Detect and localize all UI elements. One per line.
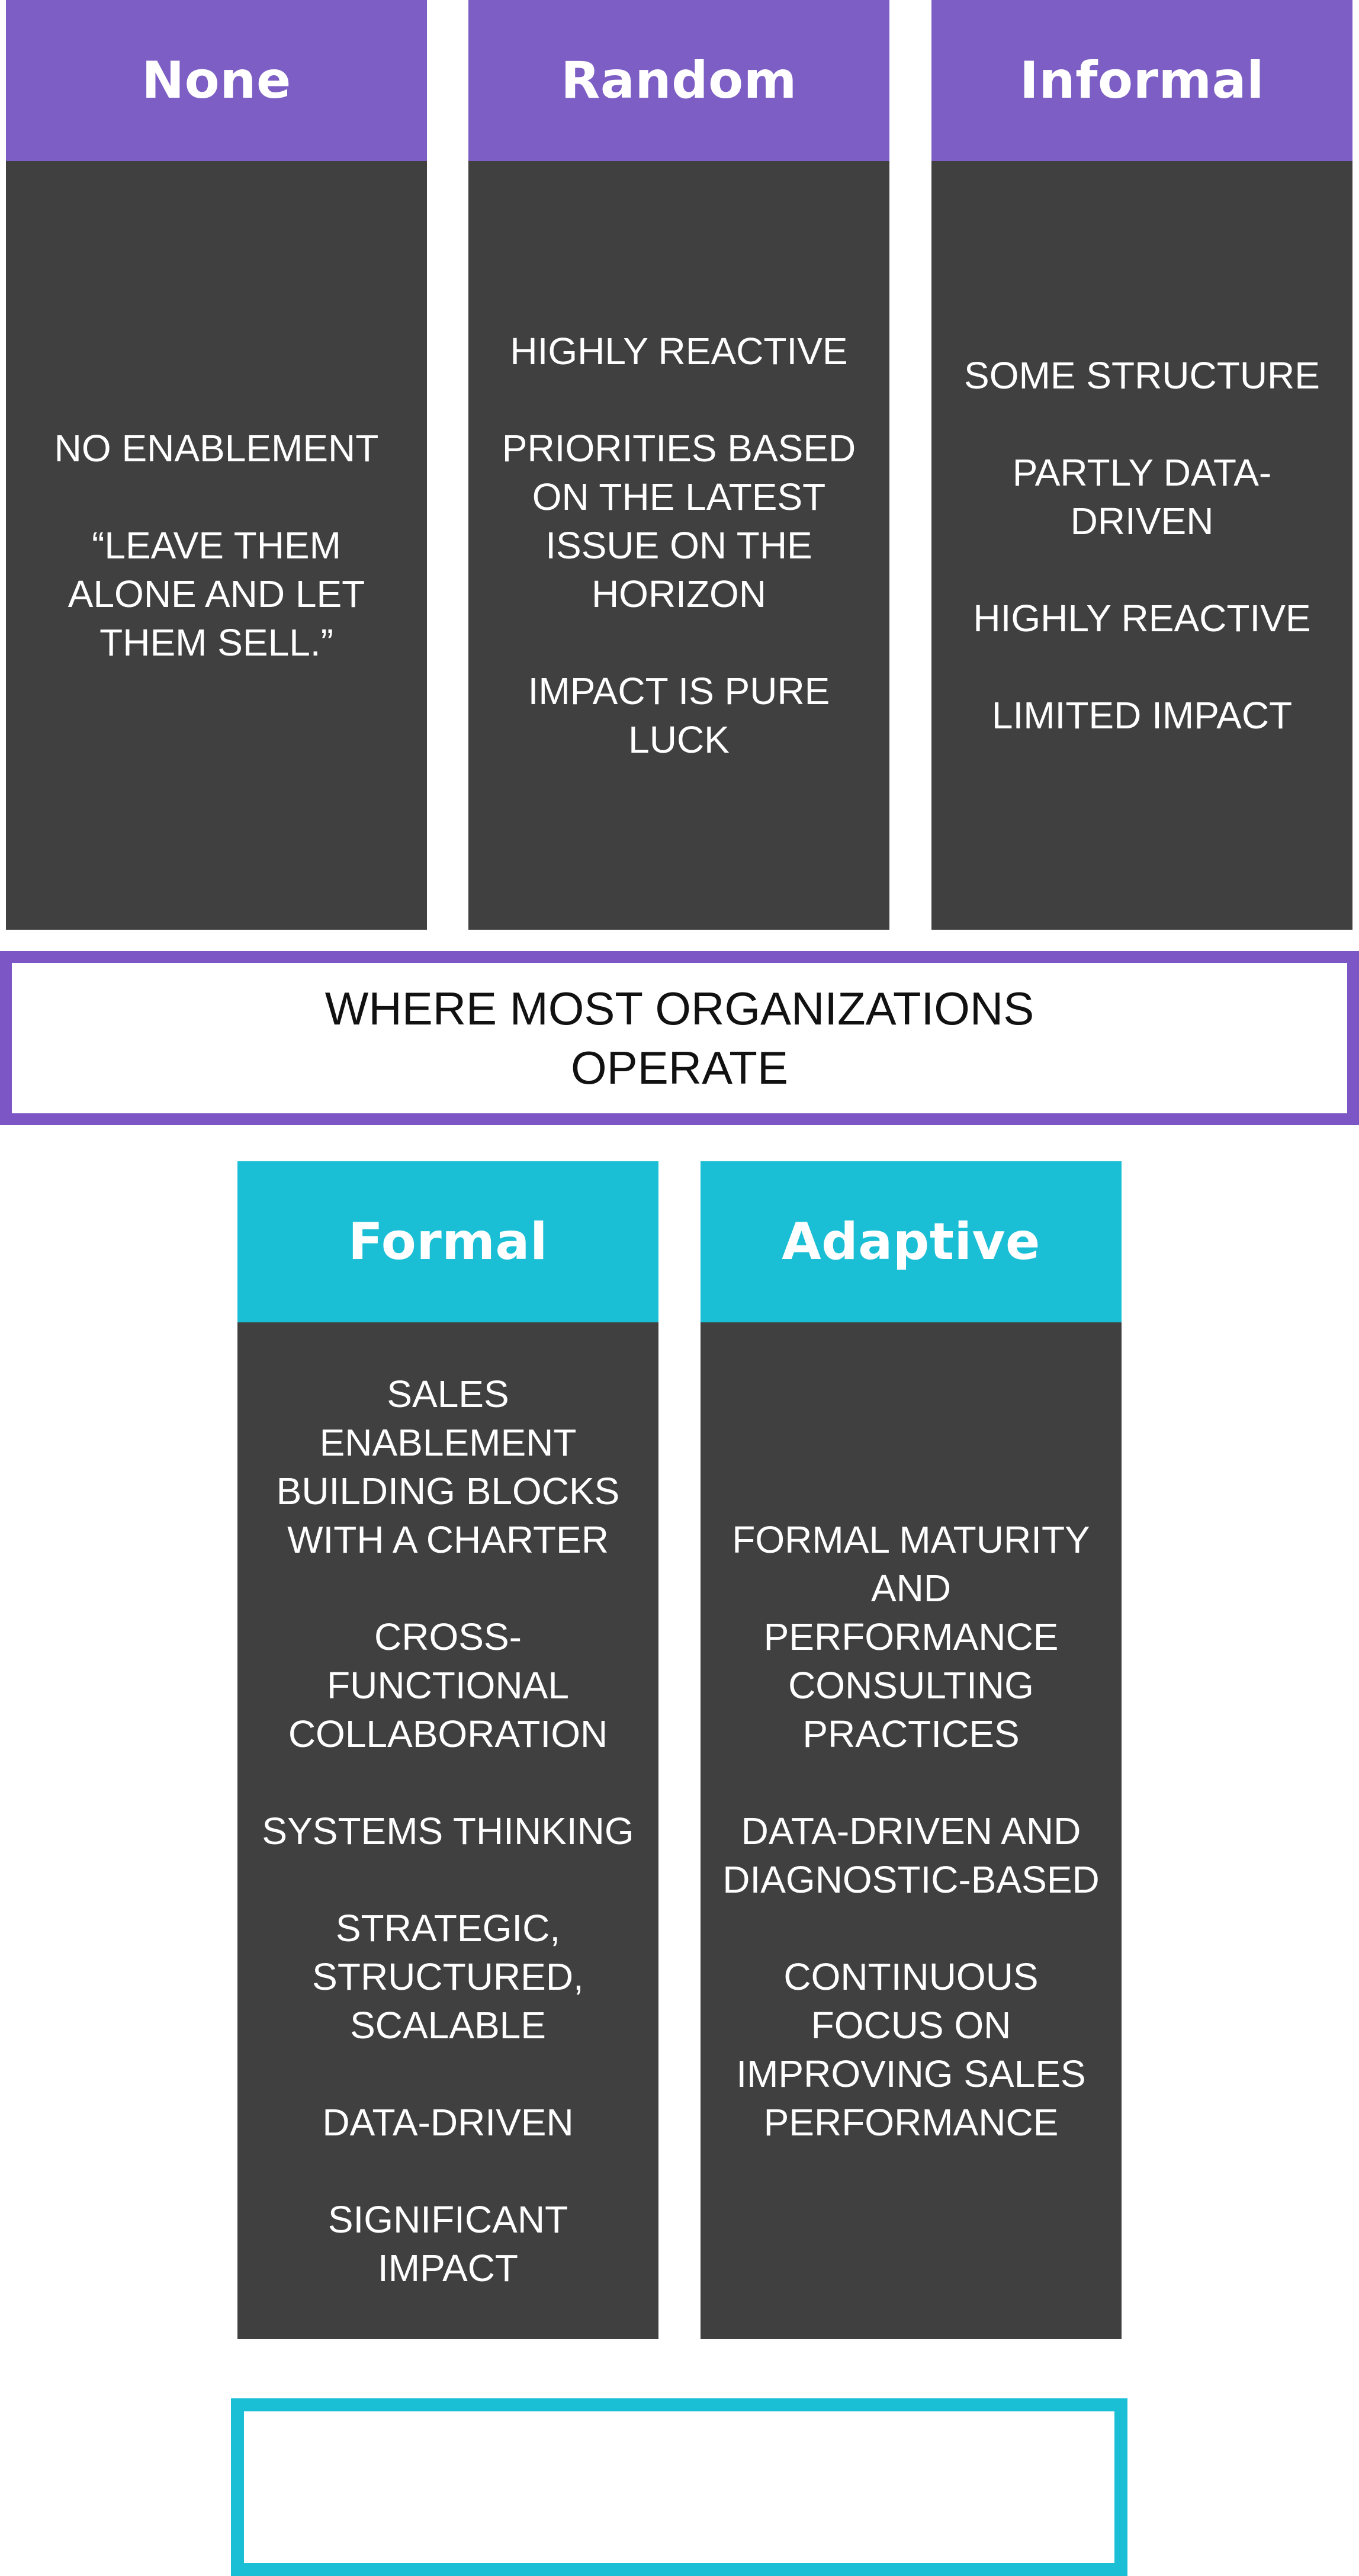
- stage-informal-item: LIMITED IMPACT: [991, 694, 1293, 737]
- stage-formal-item: SIGNIFICANT IMPACT: [327, 2198, 568, 2289]
- stage-informal-item: SOME STRUCTURE: [964, 354, 1320, 397]
- stage-none-column: None NO ENABLEMENT “LEAVE THEM ALONE AND…: [6, 0, 427, 930]
- band-label: WHERE MOST ORGANIZATIONS OPERATE: [325, 982, 1034, 1094]
- stage-formal-column: Formal SALES ENABLEMENT BUILDING BLOCKS …: [237, 1161, 658, 2339]
- stage-none-item: NO ENABLEMENT: [54, 427, 379, 470]
- stage-adaptive-item: DATA-DRIVEN AND DIAGNOSTIC-BASED: [722, 1809, 1100, 1901]
- stage-none-title: None: [6, 0, 427, 161]
- stage-formal-title: Formal: [237, 1161, 658, 1322]
- stage-random-column: Random HIGHLY REACTIVE PRIORITIES BASED …: [468, 0, 889, 930]
- stage-formal-item: STRATEGIC, STRUCTURED, SCALABLE: [312, 1906, 584, 2047]
- stage-adaptive-body: FORMAL MATURITY AND PERFORMANCE CONSULTI…: [701, 1322, 1122, 2339]
- stage-random-body: HIGHLY REACTIVE PRIORITIES BASED ON THE …: [468, 161, 889, 930]
- where-most-organizations-operate-band: WHERE MOST ORGANIZATIONS OPERATE: [0, 951, 1359, 1125]
- stage-random-item: IMPACT IS PURE LUCK: [528, 670, 830, 761]
- stage-adaptive-title: Adaptive: [701, 1161, 1122, 1322]
- stage-formal-body: SALES ENABLEMENT BUILDING BLOCKS WITH A …: [237, 1322, 658, 2339]
- stage-random-title: Random: [468, 0, 889, 161]
- stage-informal-item: PARTLY DATA-DRIVEN: [1012, 451, 1272, 542]
- stage-formal-item: CROSS-FUNCTIONAL COLLABORATION: [288, 1615, 608, 1755]
- stage-adaptive-item: FORMAL MATURITY AND PERFORMANCE CONSULTI…: [732, 1518, 1090, 1755]
- stage-informal-body: SOME STRUCTURE PARTLY DATA-DRIVEN HIGHLY…: [931, 161, 1352, 930]
- stage-random-item: HIGHLY REACTIVE: [510, 330, 848, 372]
- stage-none-item: “LEAVE THEM ALONE AND LET THEM SELL.”: [68, 524, 365, 664]
- stage-informal-column: Informal SOME STRUCTURE PARTLY DATA-DRIV…: [931, 0, 1352, 930]
- stage-informal-title: Informal: [931, 0, 1352, 161]
- stage-formal-item: SALES ENABLEMENT BUILDING BLOCKS WITH A …: [276, 1372, 620, 1561]
- stage-adaptive-item: CONTINUOUS FOCUS ON IMPROVING SALES PERF…: [736, 1955, 1086, 2144]
- stage-formal-item: SYSTEMS THINKING: [262, 1809, 634, 1852]
- stage-informal-item: HIGHLY REACTIVE: [973, 597, 1311, 640]
- stage-formal-item: DATA-DRIVEN: [322, 2100, 574, 2144]
- bottom-outline-box: [231, 2398, 1127, 2576]
- stage-none-body: NO ENABLEMENT “LEAVE THEM ALONE AND LET …: [6, 161, 427, 930]
- stage-random-item: PRIORITIES BASED ON THE LATEST ISSUE ON …: [502, 427, 856, 615]
- stage-adaptive-column: Adaptive FORMAL MATURITY AND PERFORMANCE…: [701, 1161, 1122, 2339]
